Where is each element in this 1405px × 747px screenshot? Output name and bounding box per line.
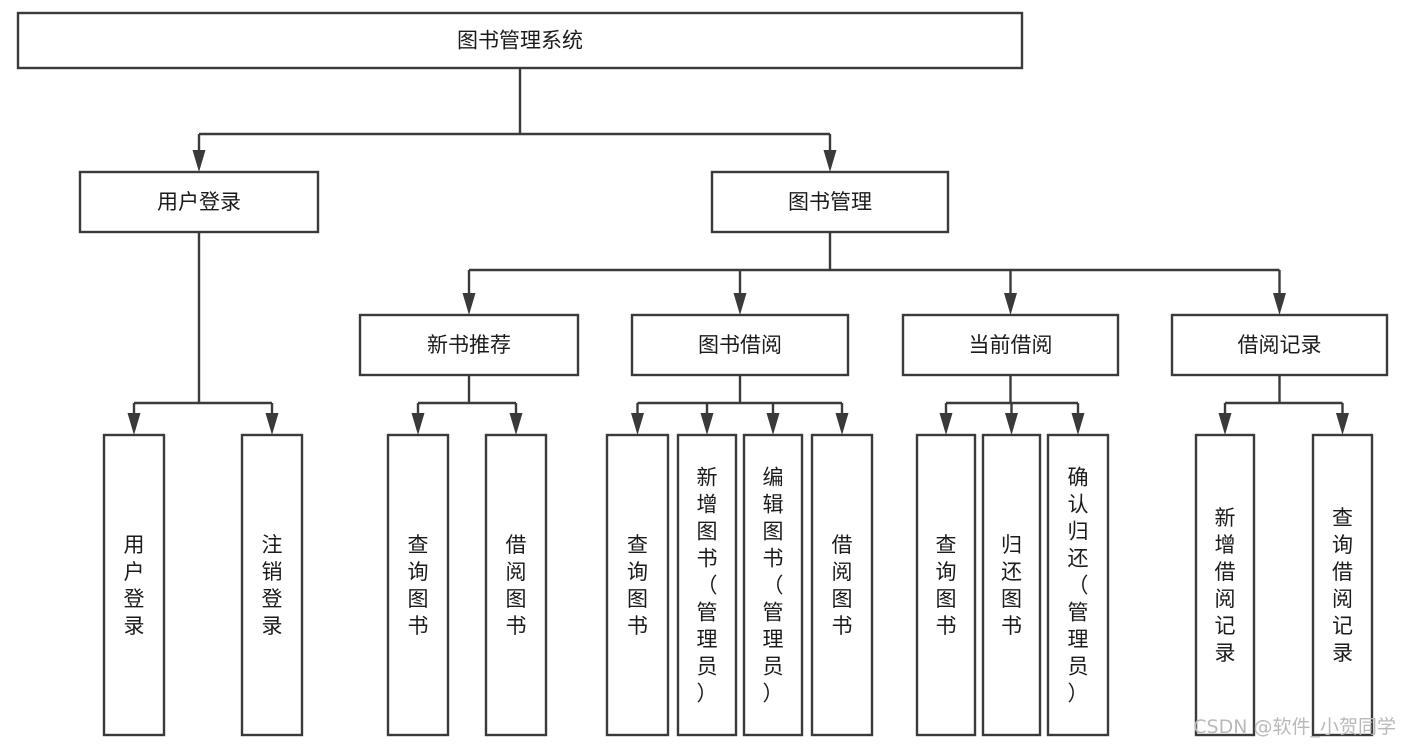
node-label-leaf-confirm-return: 确认归还（管理员） [1068,466,1089,706]
node-box-leaf-borrow-book-1[interactable] [484,433,548,737]
node-label-leaf-return-book: 归还图书 [1001,533,1022,638]
arrow-head-new-book-rec [462,293,476,315]
node-box-current-borrow[interactable] [901,313,1120,377]
node-label-leaf-borrow-book-1: 借阅图书 [506,533,527,638]
node-label-user-login: 用户登录 [157,190,241,214]
node-leaf-user-logout[interactable]: 注销登录 [240,433,304,737]
node-box-borrow-record[interactable] [1170,313,1389,377]
arrow-head-leaf-borrow-book-2 [835,413,849,435]
node-box-leaf-add-book[interactable] [676,433,738,737]
node-leaf-add-book[interactable]: 新增图书（管理员） [676,433,738,737]
node-book-borrow[interactable]: 图书借阅 [630,313,850,377]
node-label-root: 图书管理系统 [457,29,583,53]
node-box-leaf-query-book-1[interactable] [386,433,450,737]
node-box-leaf-return-book[interactable] [981,433,1042,737]
arrow-head-leaf-query-book-3 [939,413,953,435]
node-leaf-query-book-1[interactable]: 查询图书 [386,433,450,737]
node-box-leaf-borrow-book-2[interactable] [810,433,874,737]
arrow-head-leaf-query-record [1336,413,1349,435]
node-box-leaf-user-logout[interactable] [240,433,304,737]
arrow-head-leaf-add-book [700,413,714,435]
arrow-head-book-borrow [733,293,747,315]
arrow-head-leaf-add-record [1218,413,1232,435]
node-leaf-return-book[interactable]: 归还图书 [981,433,1042,737]
node-layer: 图书管理系统用户登录图书管理新书推荐图书借阅当前借阅借阅记录用户登录注销登录查询… [16,11,1389,737]
node-label-leaf-add-book: 新增图书（管理员） [697,466,718,706]
node-new-book-rec[interactable]: 新书推荐 [358,313,580,377]
arrow-head-leaf-user-logout [265,413,279,435]
arrow-head-leaf-return-book [1005,413,1018,435]
node-borrow-record[interactable]: 借阅记录 [1170,313,1389,377]
arrow-head-current-borrow [1004,293,1017,315]
node-label-current-borrow: 当前借阅 [969,333,1053,357]
arrow-head-book-manage [823,150,837,172]
arrow-head-leaf-query-book-2 [631,413,644,435]
node-box-leaf-query-book-3[interactable] [915,433,977,737]
node-label-leaf-borrow-book-2: 借阅图书 [832,533,853,638]
node-label-borrow-record: 借阅记录 [1238,333,1322,357]
node-leaf-user-login[interactable]: 用户登录 [102,433,166,737]
node-box-new-book-rec[interactable] [358,313,580,377]
node-leaf-borrow-book-1[interactable]: 借阅图书 [484,433,548,737]
node-label-leaf-query-book-3: 查询图书 [936,533,957,638]
node-label-leaf-query-record: 查询借阅记录 [1332,506,1353,665]
node-box-leaf-edit-book[interactable] [742,433,804,737]
watermark-text: CSDN @软件_小贺同学 [1193,716,1396,738]
node-leaf-borrow-book-2[interactable]: 借阅图书 [810,433,874,737]
node-box-root[interactable] [16,11,1024,70]
node-user-login[interactable]: 用户登录 [78,170,320,234]
node-leaf-edit-book[interactable]: 编辑图书（管理员） [742,433,804,737]
node-label-book-manage: 图书管理 [788,190,872,214]
node-book-manage[interactable]: 图书管理 [710,170,950,234]
arrow-head-leaf-user-login [127,413,141,435]
connector-layer [127,68,1349,435]
node-box-leaf-add-record[interactable] [1194,433,1256,737]
arrow-head-borrow-record [1273,293,1286,315]
node-leaf-confirm-return[interactable]: 确认归还（管理员） [1046,433,1110,737]
node-current-borrow[interactable]: 当前借阅 [901,313,1120,377]
node-label-new-book-rec: 新书推荐 [427,333,511,357]
node-leaf-query-record[interactable]: 查询借阅记录 [1311,433,1374,737]
node-label-leaf-add-record: 新增借阅记录 [1215,506,1236,665]
node-label-leaf-edit-book: 编辑图书（管理员） [763,466,784,706]
arrow-head-leaf-edit-book [766,413,780,435]
arrow-head-leaf-borrow-book-1 [509,413,523,435]
node-label-leaf-query-book-1: 查询图书 [408,533,429,638]
node-leaf-query-book-2[interactable]: 查询图书 [605,433,670,737]
node-leaf-query-book-3[interactable]: 查询图书 [915,433,977,737]
node-box-leaf-confirm-return[interactable] [1046,433,1110,737]
node-label-leaf-user-logout: 注销登录 [262,533,283,638]
node-box-leaf-query-record[interactable] [1311,433,1374,737]
arrow-head-leaf-confirm-return [1071,413,1085,435]
node-box-leaf-user-login[interactable] [102,433,166,737]
arrow-head-leaf-query-book-1 [411,413,425,435]
node-label-book-borrow: 图书借阅 [698,333,782,357]
node-box-leaf-query-book-2[interactable] [605,433,670,737]
arrow-head-user-login [192,150,206,172]
node-label-leaf-query-book-2: 查询图书 [627,533,648,638]
node-label-leaf-user-login: 用户登录 [124,533,145,638]
node-leaf-add-record[interactable]: 新增借阅记录 [1194,433,1256,737]
node-box-user-login[interactable] [78,170,320,234]
node-root[interactable]: 图书管理系统 [16,11,1024,70]
node-box-book-borrow[interactable] [630,313,850,377]
node-box-book-manage[interactable] [710,170,950,234]
